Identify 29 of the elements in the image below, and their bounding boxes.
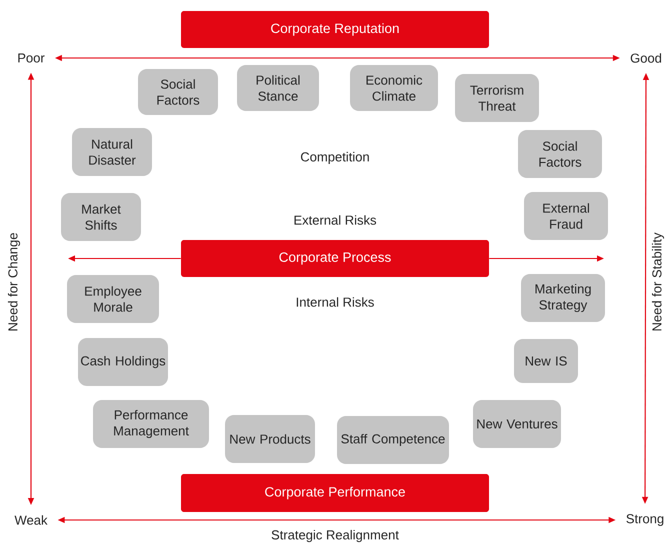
banner-box: Corporate Process: [181, 240, 489, 277]
factor-box: New IS: [514, 339, 578, 383]
banner-box: Corporate Performance: [181, 474, 489, 512]
caption-label: External Risks: [294, 215, 376, 225]
factor-box: Terrorism Threat: [455, 74, 539, 122]
factor-box: Employee Morale: [67, 275, 159, 323]
factor-box: External Fraud: [524, 192, 608, 240]
caption-label: Internal Risks: [296, 297, 374, 307]
factor-box: New Products: [225, 415, 315, 463]
factor-box: Staff Competence: [337, 416, 449, 464]
factor-box: Social Factors: [518, 130, 602, 178]
caption-label: Need for Change: [8, 233, 20, 330]
scale-label: Weak: [14, 515, 48, 525]
factor-box: Economic Climate: [350, 65, 438, 111]
factor-box: Cash Holdings: [78, 338, 168, 386]
banner-box: Corporate Reputation: [181, 11, 489, 48]
factor-box: Political Stance: [237, 65, 319, 111]
caption-label: Strategic Realignment: [272, 530, 399, 542]
factor-box: Marketing Strategy: [521, 274, 605, 322]
caption-label: Need for Stability: [652, 232, 664, 330]
scale-label: Good: [630, 53, 662, 63]
factor-box: Market Shifts: [61, 193, 141, 241]
factor-box: Social Factors: [138, 69, 218, 115]
factor-box: Performance Management: [93, 400, 209, 448]
factor-box: Natural Disaster: [72, 128, 152, 176]
factor-box: New Ventures: [473, 400, 561, 448]
scale-label: Strong: [626, 514, 664, 526]
scale-label: Poor: [18, 53, 44, 63]
caption-label: Competition: [300, 152, 369, 164]
